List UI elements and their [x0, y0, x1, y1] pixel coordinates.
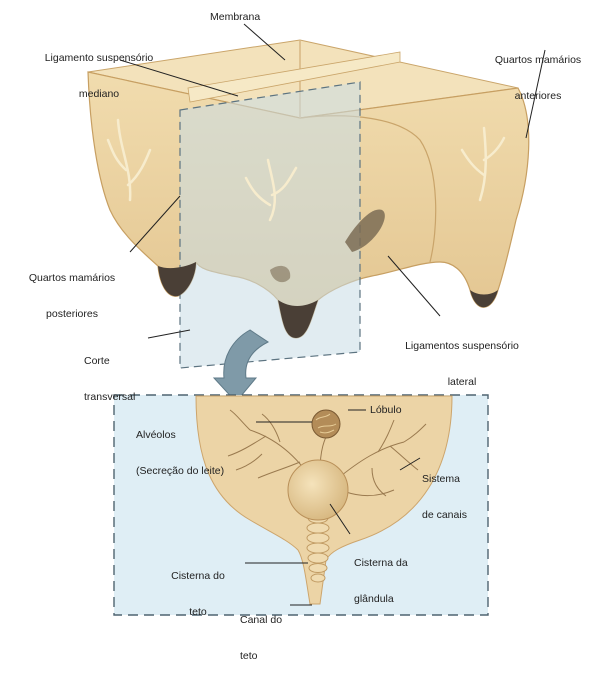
label-ligamentos-lateral-line2: lateral [372, 376, 552, 388]
gland-cistern [288, 460, 348, 520]
label-ligamentos-lateral-line1: Ligamentos suspensório [372, 340, 552, 352]
label-quartos-anteriores-line1: Quartos mamários [486, 54, 590, 66]
label-corte-line1: Corte [84, 355, 135, 367]
label-ligamentos-lateral: Ligamentos suspensório lateral [372, 316, 552, 400]
label-quartos-posteriores-line2: posteriores [12, 308, 132, 320]
label-cisterna-do-teto: Cisterna do teto [150, 546, 246, 630]
label-alveolos-line2: (Secreção do leite) [136, 465, 224, 477]
label-canal-line1: Canal do [240, 614, 282, 626]
label-quartos-posteriores-line1: Quartos mamários [12, 272, 132, 284]
label-membrana: Membrana [210, 11, 260, 23]
label-quartos-anteriores-line2: anteriores [486, 90, 590, 102]
label-lobulo: Lóbulo [370, 404, 402, 416]
label-canal-do-teto: Canal do teto [240, 590, 282, 674]
label-cisterna-glandula-line1: Cisterna da [354, 557, 408, 569]
label-sistema-line1: Sistema [422, 473, 467, 485]
label-ligamento-mediano-line1: Ligamento suspensório [14, 52, 184, 64]
section-plane [180, 82, 360, 368]
label-alveolos: Alvéolos (Secreção do leite) [136, 405, 224, 489]
label-ligamento-mediano-line2: mediano [14, 88, 184, 100]
label-quartos-posteriores: Quartos mamários posteriores [12, 248, 132, 332]
label-cisterna-teto-line1: Cisterna do [150, 570, 246, 582]
label-ligamento-mediano: Ligamento suspensório mediano [14, 28, 184, 112]
label-alveolos-line1: Alvéolos [136, 429, 224, 441]
label-cisterna-teto-line2: teto [150, 606, 246, 618]
label-corte-transversal: Corte transversal [84, 331, 135, 415]
label-sistema-line2: de canais [422, 509, 467, 521]
label-canal-line2: teto [240, 650, 282, 662]
label-cisterna-glandula-line2: glândula [354, 593, 408, 605]
label-quartos-anteriores: Quartos mamários anteriores [486, 30, 590, 114]
label-corte-line2: transversal [84, 391, 135, 403]
label-cisterna-da-glandula: Cisterna da glândula [354, 533, 408, 617]
label-sistema-de-canais: Sistema de canais [422, 449, 467, 533]
